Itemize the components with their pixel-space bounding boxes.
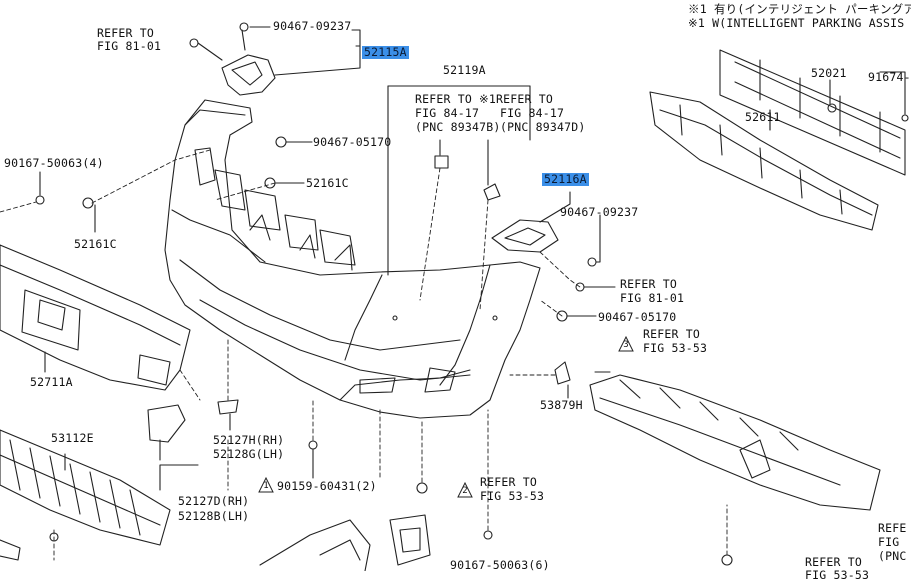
part-52021[interactable]: 52021 — [811, 66, 847, 80]
part-52119a[interactable]: 52119A — [443, 63, 486, 77]
note-en: ※1 W(INTELLIGENT PARKING ASSIS — [688, 16, 905, 30]
part-90167-50063-4[interactable]: 90167-50063(4) — [4, 156, 104, 170]
part-53112e[interactable]: 53112E — [51, 431, 94, 445]
grille-52711a — [0, 244, 191, 391]
part-52128g[interactable]: 52128G(LH) — [213, 447, 285, 461]
ref-edge-1[interactable]: REFE — [878, 521, 907, 535]
part-90467-09237-right[interactable]: 90467-09237 — [560, 205, 639, 219]
part-52161c-top[interactable]: 52161C — [306, 176, 349, 190]
leader-lines — [39, 26, 906, 491]
ref-fig8417b-1[interactable]: ※1REFER TO — [479, 92, 553, 106]
under-cover — [554, 361, 881, 511]
dashed-lines — [0, 149, 728, 561]
ref-fig8417a-1[interactable]: REFER TO — [415, 92, 472, 106]
part-53879h[interactable]: 53879H — [540, 398, 583, 412]
absorber-52611 — [649, 91, 879, 231]
part-90467-09237-top[interactable]: 90467-09237 — [273, 19, 352, 33]
grille-53112e — [0, 429, 171, 561]
bottom-parts — [35, 177, 733, 571]
ref-fig81-top-2[interactable]: FIG 81-01 — [97, 39, 162, 53]
part-52161c-left[interactable]: 52161C — [74, 237, 117, 251]
part-91674[interactable]: 91674- — [868, 70, 911, 84]
callout-3-triangle: 3 — [618, 336, 634, 352]
ref-fig5353b-1[interactable]: REFER TO — [480, 475, 537, 489]
ref-fig81-right-2[interactable]: FIG 81-01 — [620, 291, 685, 305]
bumper-cover — [164, 99, 541, 419]
part-90467-05170-right[interactable]: 90467-05170 — [598, 310, 677, 324]
ref-fig8417b-3[interactable]: (PNC 89347D) — [500, 120, 586, 134]
ref-edge-3[interactable]: (PNC — [878, 549, 907, 563]
ref-bottom-right-1[interactable]: REFER TO — [805, 555, 862, 569]
ref-fig81-right-1[interactable]: REFER TO — [620, 277, 677, 291]
ref-fig8417a-2[interactable]: FIG 84-17 — [415, 106, 480, 120]
part-90167-50063-6[interactable]: 90167-50063(6) — [450, 558, 550, 572]
part-52116a[interactable]: 52116A — [542, 172, 589, 186]
ref-fig5353b-2[interactable]: FIG 53-53 — [480, 489, 545, 503]
note-jp: ※1 有り(インテリジェント パーキングアシ — [688, 2, 911, 16]
fog-cover — [147, 399, 239, 461]
callout-1-triangle: 1 — [258, 477, 274, 493]
part-52711a[interactable]: 52711A — [30, 375, 73, 389]
ref-fig5353a-2[interactable]: FIG 53-53 — [643, 341, 708, 355]
part-90467-05170-top[interactable]: 90467-05170 — [313, 135, 392, 149]
part-90159-60431[interactable]: 90159-60431(2) — [277, 479, 377, 493]
reinforcement-52021 — [719, 49, 909, 176]
ref-fig8417b-2[interactable]: FIG 84-17 — [500, 106, 565, 120]
callout-2-triangle: 2 — [457, 482, 473, 498]
part-52127d[interactable]: 52127D(RH) — [178, 494, 250, 508]
part-52128b[interactable]: 52128B(LH) — [178, 509, 250, 523]
bracket-52115a — [189, 22, 287, 148]
ref-fig81-top-1[interactable]: REFER TO — [97, 26, 154, 40]
part-52115a[interactable]: 52115A — [362, 45, 409, 59]
ref-fig8417a-3[interactable]: (PNC 89347B) — [415, 120, 501, 134]
ref-edge-2[interactable]: FIG — [878, 535, 900, 549]
part-52611[interactable]: 52611 — [745, 110, 781, 124]
ref-fig5353a-1[interactable]: REFER TO — [643, 327, 700, 341]
part-52127h[interactable]: 52127H(RH) — [213, 433, 285, 447]
